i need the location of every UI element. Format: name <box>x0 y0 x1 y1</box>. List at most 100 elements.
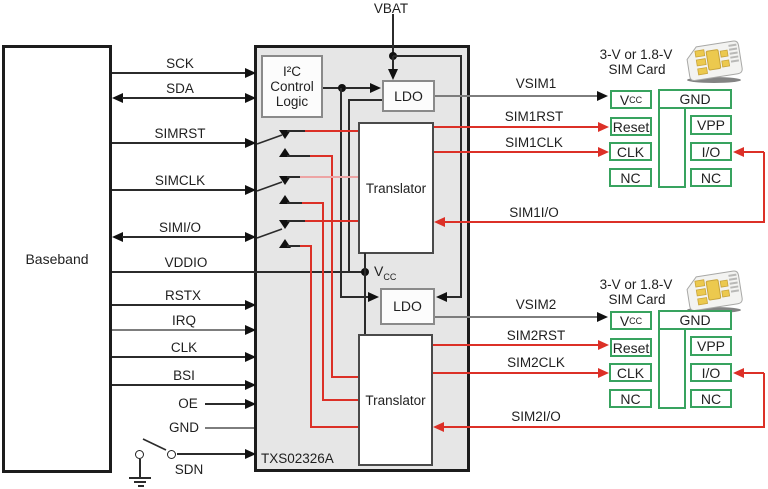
wire-sw2b-black <box>287 202 302 204</box>
arrow-into-ldo2-right <box>436 292 447 302</box>
arrow-sim1rst <box>598 122 609 132</box>
sim1-pin-vcc-sub: CC <box>629 94 643 105</box>
arrow-sim1io-into-pin <box>733 147 744 157</box>
wire-sck <box>112 72 246 74</box>
wire-sw2b-into-translator2 <box>322 399 358 401</box>
wire-sim1rst <box>434 126 599 128</box>
wire-i2c-out <box>323 87 341 89</box>
chip-part-number: TXS02326A <box>261 451 334 466</box>
sim1clk-label: SIM1CLK <box>505 135 563 150</box>
arrow-into-ldo1-top <box>388 69 398 80</box>
bsi-label: BSI <box>173 368 195 383</box>
arrow-sim2io-into-pin <box>733 368 744 378</box>
vcc-node-label: VCC <box>374 264 396 285</box>
sim1-pin-vcc-label: V <box>619 91 630 108</box>
arrow-bsi <box>245 380 256 390</box>
arrow-sck <box>245 68 256 78</box>
switch1-throw-a-icon <box>279 130 291 139</box>
sim1io-label: SIM1I/O <box>509 205 559 220</box>
sim1-pin-nc-left: NC <box>609 168 652 187</box>
wire-sdn-ground-drop <box>139 459 141 477</box>
wire-vcc-up-translator1 <box>364 253 366 272</box>
sim1-title-line1: 3-V or 1.8-V <box>599 47 673 62</box>
vcc-node-label-sub: CC <box>383 271 397 282</box>
sim2-pin-gnd: GND <box>658 310 732 330</box>
sim1-pin-clk: CLK <box>609 142 652 161</box>
wire-ldo1-vccref <box>349 99 382 101</box>
gnd-label: GND <box>169 420 199 435</box>
wire-vbat-to-ldo1 <box>392 56 394 70</box>
ground-symbol-bar2 <box>134 481 146 483</box>
wire-gnd <box>205 427 254 429</box>
sim2-pin-vcc-sub: CC <box>629 315 643 326</box>
arrow-oe <box>245 399 256 409</box>
wire-sim2rst <box>433 344 599 346</box>
sim1-pin-reset-label: Reset <box>612 118 650 135</box>
wire-sim1io-v <box>763 152 765 222</box>
arrow-simclk <box>245 185 256 195</box>
wire-sim2io-top <box>744 372 764 374</box>
sim-card-icon <box>686 40 743 83</box>
arrow-simio-right <box>245 232 256 242</box>
irq-label: IRQ <box>171 313 197 328</box>
sdn-switch-contact-left <box>135 450 144 459</box>
arrow-simrst <box>245 138 256 148</box>
sim2rst-label: SIM2RST <box>506 328 566 343</box>
wire-vbat-rail-to-ldo2 <box>447 296 461 298</box>
arrow-sda-right <box>245 93 256 103</box>
sim1-pin-vpp-label: VPP <box>696 117 725 133</box>
sim1-pin-gnd: GND <box>658 89 732 109</box>
arrow-vsim1 <box>597 91 608 101</box>
wire-sda <box>122 97 246 99</box>
wire-oe <box>205 403 246 405</box>
sim2-pin-io-label: I/O <box>701 364 721 381</box>
sim2-pin-reset-label: Reset <box>612 339 650 356</box>
wire-vddio <box>112 271 366 273</box>
wire-simclk <box>112 189 246 191</box>
i2c-junction-dot <box>338 84 346 92</box>
sim2-pin-vcc-label: V <box>619 312 630 329</box>
sim1-pin-nc-left-label: NC <box>620 169 641 186</box>
sim2-pin-clk-label: CLK <box>616 364 645 381</box>
ldo2-block: LDO <box>380 288 435 325</box>
arrow-simio-left <box>112 232 123 242</box>
switch2-throw-b-icon <box>279 195 291 204</box>
ldo1-label: LDO <box>394 87 423 104</box>
i2c-label-line3: Logic <box>275 94 309 109</box>
wire-vbat-drop <box>392 14 394 54</box>
translator2-block: Translator <box>358 334 433 466</box>
sim2-pin-vpp-label: VPP <box>696 338 725 354</box>
sim1-pin-nc-right: NC <box>690 168 732 187</box>
wire-vcc-down-translator2 <box>364 272 366 334</box>
wire-sim1io-top <box>744 151 764 153</box>
sim2-pin-gnd-label: GND <box>679 312 711 328</box>
vcc-node-label-main: V <box>374 263 384 279</box>
switch1-throw-b-icon <box>279 148 291 157</box>
baseband-block <box>2 45 112 473</box>
arrow-clk <box>245 352 256 362</box>
arrow-vsim2 <box>597 312 608 322</box>
simio-label: SIMI/O <box>158 220 202 235</box>
wire-sw1a-black <box>287 130 305 132</box>
wire-sw1b-red <box>310 155 333 157</box>
sck-label: SCK <box>166 56 194 71</box>
vsim2-label: VSIM2 <box>515 297 557 312</box>
arrow-sim2clk <box>598 368 609 378</box>
sim2-pin-nc-left: NC <box>609 389 652 408</box>
wire-i2c-down <box>340 88 342 298</box>
vsim1-label: VSIM1 <box>515 76 557 91</box>
wire-rstx <box>112 304 246 306</box>
sim1-pin-reset: Reset <box>610 117 652 136</box>
wire-sw2b-red <box>302 202 324 204</box>
sim1-title-line2: SIM Card <box>608 62 666 77</box>
sim2-pin-vpp: VPP <box>690 336 732 356</box>
wire-sw3a-black <box>287 220 305 222</box>
switch3-throw-a-icon <box>279 220 291 229</box>
wire-sw3b-down <box>310 245 312 428</box>
wire-irq <box>112 329 246 331</box>
sim1-pin-nc-right-label: NC <box>700 169 722 186</box>
arrow-sim1clk <box>598 147 609 157</box>
sim2io-label: SIM2I/O <box>511 409 561 424</box>
